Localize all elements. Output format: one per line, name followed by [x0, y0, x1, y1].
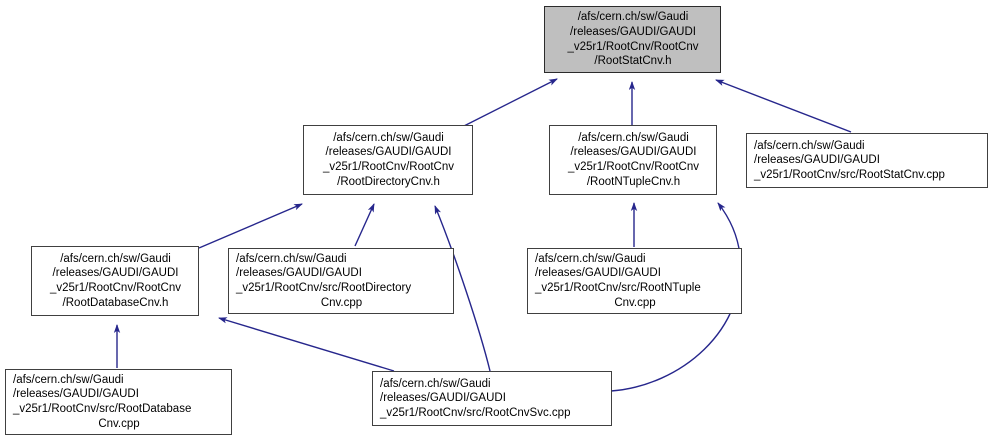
node-line: /releases/GAUDI/GAUDI — [535, 267, 661, 280]
edge-rootdirectorycnv-h-to-rootstatcnv-h — [459, 78, 558, 129]
node-line: /afs/cern.ch/sw/Gaudi — [60, 252, 171, 265]
edge-rootcnvsvc-cpp-to-rootdatabasecnv-h — [218, 317, 395, 372]
node-line: /releases/GAUDI/GAUDI — [570, 25, 696, 38]
node-line: /afs/cern.ch/sw/Gaudi — [578, 131, 689, 144]
node-line: /releases/GAUDI/GAUDI — [325, 146, 452, 159]
node-line: /afs/cern.ch/sw/Gaudi — [380, 377, 491, 390]
node-rootcnvsvc-cpp[interactable]: /afs/cern.ch/sw/Gaudi /releases/GAUDI/GA… — [372, 371, 612, 426]
node-rootdatabasecnv-h[interactable]: /afs/cern.ch/sw/Gaudi /releases/GAUDI/GA… — [31, 246, 199, 316]
node-line: _v25r1/RootCnv/RootCnv — [49, 282, 182, 294]
node-line: /releases/GAUDI/GAUDI — [13, 388, 139, 401]
node-line: Cnv.cpp — [320, 296, 363, 309]
node-line: _v25r1/RootCnv/src/RootCnvSvc.cpp — [380, 406, 571, 419]
node-line: Cnv.cpp — [98, 417, 140, 430]
node-rootntuplecnv-cpp[interactable]: /afs/cern.ch/sw/Gaudi /releases/GAUDI/GA… — [527, 248, 742, 314]
node-rootstatcnv-h[interactable]: /afs/cern.ch/sw/Gaudi /releases/GAUDI/GA… — [544, 6, 721, 73]
node-line: /releases/GAUDI/GAUDI — [754, 154, 880, 167]
node-line: /releases/GAUDI/GAUDI — [236, 267, 362, 280]
node-rootdirectorycnv-h[interactable]: /afs/cern.ch/sw/Gaudi /releases/GAUDI/GA… — [303, 125, 473, 195]
edge-rootstatcnv-cpp-to-rootstatcnv-h — [715, 79, 852, 133]
node-line: /afs/cern.ch/sw/Gaudi — [333, 131, 444, 144]
node-line: _v25r1/RootCnv/src/RootDirectory — [236, 282, 412, 294]
node-line: /afs/cern.ch/sw/Gaudi — [535, 252, 646, 265]
node-line: /afs/cern.ch/sw/Gaudi — [754, 139, 865, 152]
node-line: Cnv.cpp — [614, 296, 656, 309]
node-line: _v25r1/RootCnv/src/RootDatabase — [13, 403, 192, 415]
node-rootdatabasecnv-cpp[interactable]: /afs/cern.ch/sw/Gaudi /releases/GAUDI/GA… — [5, 369, 232, 435]
edge-rootdatabasecnv-h-to-rootdirectorycnv-h — [198, 203, 303, 249]
node-line: /releases/GAUDI/GAUDI — [380, 392, 506, 405]
node-line: /releases/GAUDI/GAUDI — [52, 267, 179, 280]
node-line: /RootDirectoryCnv.h — [337, 175, 440, 188]
node-line: /RootDatabaseCnv.h — [62, 296, 169, 309]
node-line: /afs/cern.ch/sw/Gaudi — [13, 373, 124, 386]
node-line: /releases/GAUDI/GAUDI — [570, 146, 697, 159]
node-rootdirectorycnv-cpp[interactable]: /afs/cern.ch/sw/Gaudi /releases/GAUDI/GA… — [228, 248, 454, 314]
node-line: _v25r1/RootCnv/src/RootStatCnv.cpp — [754, 168, 945, 181]
node-line: _v25r1/RootCnv/RootCnv — [567, 40, 699, 53]
node-line: _v25r1/RootCnv/RootCnv — [567, 161, 700, 173]
node-line: /afs/cern.ch/sw/Gaudi — [236, 252, 347, 265]
node-line: _v25r1/RootCnv/src/RootNTuple — [535, 282, 701, 294]
edge-rootdirectorycnv-cpp-to-rootdirectorycnv-h — [354, 203, 375, 247]
node-line: /RootStatCnv.h — [594, 55, 672, 68]
node-line: /RootNTupleCnv.h — [586, 175, 681, 188]
node-line: /afs/cern.ch/sw/Gaudi — [577, 11, 689, 24]
node-rootntuplecnv-h[interactable]: /afs/cern.ch/sw/Gaudi /releases/GAUDI/GA… — [549, 125, 717, 195]
node-line: _v25r1/RootCnv/RootCnv — [322, 161, 455, 173]
node-rootstatcnv-cpp[interactable]: /afs/cern.ch/sw/Gaudi /releases/GAUDI/GA… — [746, 133, 988, 188]
